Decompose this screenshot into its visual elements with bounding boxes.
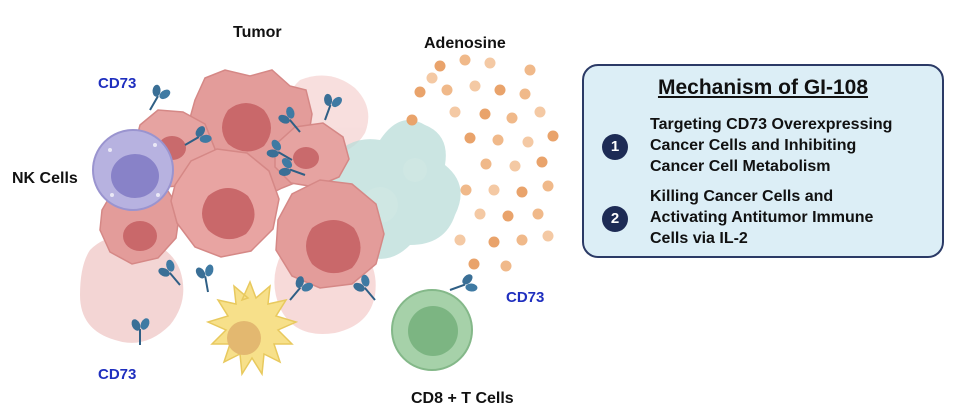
step-number-badge: 1 — [602, 134, 628, 160]
adenosine-molecule — [468, 258, 480, 270]
mechanism-title: Mechanism of GI-108 — [657, 76, 869, 99]
mechanism-item-text: Targeting CD73 Overexpressing Cancer Cel… — [650, 114, 932, 177]
adenosine-molecule — [406, 114, 418, 126]
adenosine-molecule — [480, 158, 492, 170]
adenosine-molecule — [494, 84, 506, 96]
adenosine-molecule — [500, 260, 512, 272]
mechanism-text-line: Cancer Cells and Inhibiting — [650, 137, 857, 154]
adenosine-molecule — [460, 184, 472, 196]
mechanism-item-1: 1 Targeting CD73 Overexpressing Cancer C… — [602, 114, 932, 180]
tumor-cell — [275, 179, 385, 289]
adenosine-molecule — [522, 136, 534, 148]
adenosine-molecule — [509, 160, 521, 172]
cd8-t-cells-label: CD8 + T Cells — [411, 390, 514, 407]
cd73-label-top: CD73 — [98, 75, 137, 92]
dendritic-cell — [205, 280, 299, 377]
adenosine-molecule — [449, 106, 461, 118]
adenosine-molecule — [426, 72, 438, 84]
adenosine-molecule — [492, 134, 504, 146]
mechanism-item-2: 2 Killing Cancer Cells and Activating An… — [602, 186, 932, 252]
adenosine-molecule — [488, 184, 500, 196]
adenosine-molecule — [454, 234, 466, 246]
mechanism-text-line: Killing Cancer Cells and — [650, 188, 834, 205]
adenosine-molecule — [547, 130, 559, 142]
tumor-label: Tumor — [233, 24, 282, 41]
adenosine-molecule — [441, 84, 453, 96]
adenosine-molecule — [414, 86, 426, 98]
mechanism-text-line: Activating Antitumor Immune — [650, 209, 874, 226]
adenosine-molecule — [469, 80, 481, 92]
adenosine-molecules — [406, 54, 559, 272]
mechanism-text-line: Targeting CD73 Overexpressing — [650, 116, 893, 133]
tumor-microenvironment-illustration — [80, 54, 559, 377]
cd73-label-right: CD73 — [506, 289, 545, 306]
adenosine-molecule — [516, 234, 528, 246]
cd8-t-cell — [391, 289, 473, 371]
tumor-cell — [170, 148, 280, 258]
adenosine-molecule — [506, 112, 518, 124]
adenosine-molecule — [542, 230, 554, 242]
mechanism-box: Mechanism of GI-108 1 Targeting CD73 Ove… — [582, 64, 944, 258]
adenosine-molecule — [524, 64, 536, 76]
adenosine-molecule — [542, 180, 554, 192]
adenosine-molecule — [519, 88, 531, 100]
step-number-badge: 2 — [602, 206, 628, 232]
adenosine-molecule — [464, 132, 476, 144]
adenosine-molecule — [516, 186, 528, 198]
adenosine-label: Adenosine — [424, 35, 506, 52]
adenosine-molecule — [488, 236, 500, 248]
nk-cells-label: NK Cells — [12, 170, 78, 187]
nk-cell — [92, 129, 174, 211]
adenosine-molecule — [532, 208, 544, 220]
mechanism-text-line: Cells via IL-2 — [650, 230, 748, 247]
adenosine-molecule — [484, 57, 496, 69]
mechanism-text-line: Cancer Cell Metabolism — [650, 158, 831, 175]
cd73-label-bottom: CD73 — [98, 366, 137, 383]
adenosine-molecule — [536, 156, 548, 168]
adenosine-molecule — [479, 108, 491, 120]
adenosine-molecule — [474, 208, 486, 220]
mechanism-item-text: Killing Cancer Cells and Activating Anti… — [650, 186, 932, 249]
adenosine-molecule — [534, 106, 546, 118]
adenosine-molecule — [434, 60, 446, 72]
adenosine-molecule — [502, 210, 514, 222]
adenosine-molecule — [459, 54, 471, 66]
